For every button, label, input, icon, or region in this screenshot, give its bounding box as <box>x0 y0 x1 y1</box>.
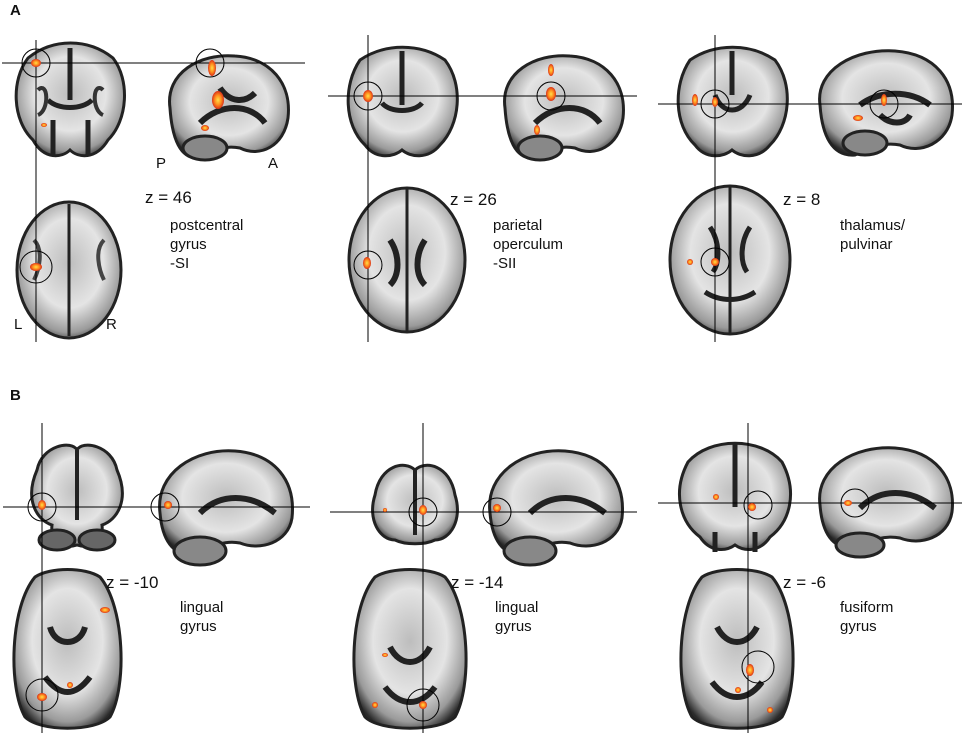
z-coordinate-label: z = 8 <box>783 190 821 209</box>
figure-a1: P A L R z = 46 postcentral gyrus -SI <box>0 0 310 345</box>
crosshair-overlay <box>2 40 305 342</box>
figure-b3: z = -6 fusiform gyrus <box>650 415 970 735</box>
coronal-slice-image <box>371 463 459 546</box>
crosshair-overlay <box>3 423 310 733</box>
posterior-label: P <box>156 155 167 172</box>
region-label: lingual gyrus <box>180 599 224 635</box>
z-coordinate-label: z = 26 <box>450 190 497 209</box>
left-label: L <box>14 316 23 333</box>
axial-slice-image <box>679 568 795 730</box>
region-label: parietal operculum -SII <box>493 217 564 272</box>
crosshair-overlay <box>328 35 637 342</box>
crosshair-overlay <box>330 423 637 733</box>
z-coordinate-label: z = -14 <box>451 573 504 592</box>
coronal-slice-image <box>346 45 459 158</box>
figure-b2: z = -14 lingual gyrus <box>325 415 645 735</box>
sagittal-slice-image <box>818 446 954 559</box>
axial-slice-image <box>668 184 792 336</box>
coronal-slice-image <box>676 45 789 158</box>
panel-b-label: B <box>10 387 21 404</box>
figure-a3: z = 8 thalamus/ pulvinar <box>650 0 970 345</box>
sagittal-slice-image <box>158 449 294 567</box>
right-label: R <box>106 316 117 333</box>
anterior-label: A <box>268 155 279 172</box>
panel-a-label: A <box>10 2 21 19</box>
sagittal-slice-image <box>503 54 625 162</box>
axial-slice-image <box>12 568 123 730</box>
z-coordinate-label: z = 46 <box>145 188 192 207</box>
crosshair-overlay <box>658 423 962 733</box>
axial-slice-image <box>352 568 468 730</box>
z-coordinate-label: z = -6 <box>783 573 826 592</box>
figure-b1: z = -10 lingual gyrus <box>0 415 320 735</box>
coronal-slice-image <box>30 443 124 552</box>
figure-a2: z = 26 parietal operculum -SII <box>325 0 645 345</box>
region-label: thalamus/ pulvinar <box>840 217 906 253</box>
region-label: lingual gyrus <box>495 599 539 635</box>
crosshair-overlay <box>658 35 962 342</box>
region-label: postcentral gyrus -SI <box>170 217 244 272</box>
axial-slice-image <box>347 186 467 334</box>
z-coordinate-label: z = -10 <box>106 573 159 592</box>
coronal-slice-image <box>14 41 126 158</box>
sagittal-slice-image <box>168 54 290 162</box>
sagittal-slice-image <box>488 449 624 567</box>
coronal-slice-image <box>678 441 792 552</box>
region-label: fusiform gyrus <box>840 599 894 635</box>
